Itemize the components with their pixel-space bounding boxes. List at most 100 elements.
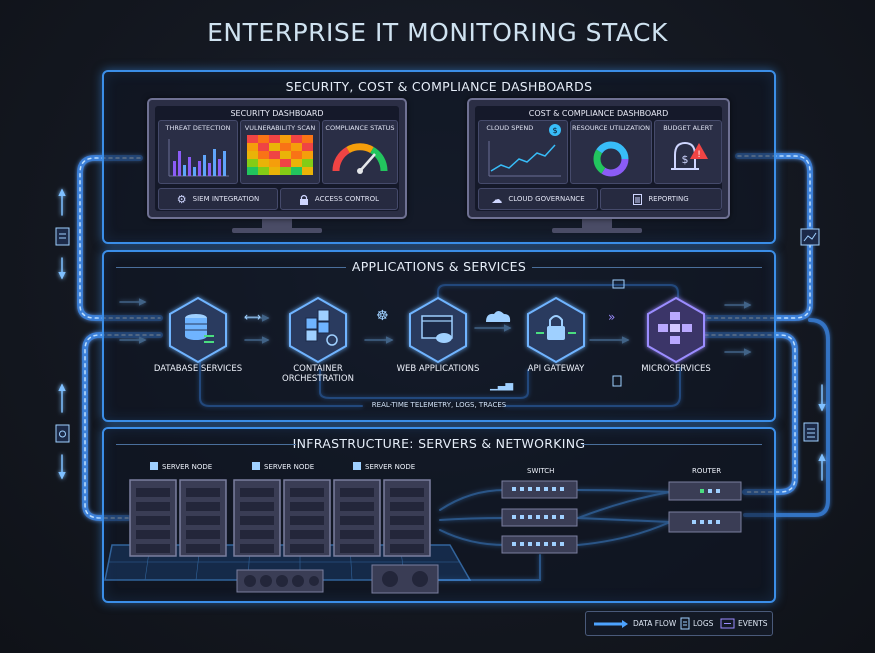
lock-icon (299, 194, 308, 205)
threat-detection-label: THREAT DETECTION (165, 124, 231, 132)
server-rack[interactable] (333, 479, 381, 557)
cost-dashboard-title: COST & COMPLIANCE DASHBOARD (528, 109, 669, 118)
telemetry-label: REAL-TIME TELEMETRY, LOGS, TRACES (371, 401, 507, 409)
security-monitor-stand (262, 216, 292, 230)
svg-text:$: $ (682, 153, 689, 166)
siem-integration-button[interactable]: ⚙ SIEM INTEGRATION (158, 188, 278, 210)
security-dashboard-title: SECURITY DASHBOARD (230, 109, 324, 118)
database-services-label: DATABASE SERVICES (153, 364, 243, 374)
web-applications-label: WEB APPLICATIONS (396, 364, 480, 374)
padlock-icon (536, 315, 576, 340)
network-switch[interactable] (501, 480, 578, 499)
security-monitor: SECURITY DASHBOARD THREAT DETECTION (147, 98, 407, 219)
heatmap-icon (247, 135, 313, 175)
gear-icon: ⚙ (176, 192, 187, 206)
bar-mini-icon: ▁▃▅ (489, 380, 513, 391)
server-node-icon (150, 462, 158, 470)
server-rack[interactable] (233, 479, 281, 557)
trace-badge-icon (612, 279, 625, 289)
resource-utilization-label: RESOURCE UTILIZATION (572, 124, 650, 132)
server-node-icon (353, 462, 361, 470)
svg-text:!: ! (697, 150, 701, 160)
legend: DATA FLOW LOGS EVENTS (585, 611, 773, 636)
server-rack[interactable] (383, 479, 431, 557)
legend-events-icon (720, 618, 735, 629)
apps-title-rule-right (532, 267, 762, 268)
reporting-button[interactable]: REPORTING (600, 188, 722, 210)
security-monitor-base (232, 228, 322, 233)
apps-title-rule-left (116, 267, 346, 268)
microservices-label: MICROSERVICES (641, 364, 711, 374)
network-switch[interactable] (501, 535, 578, 554)
vulnerability-scan-label: VULNERABILITY SCAN (244, 124, 316, 132)
vulnerability-scan-tile[interactable]: VULNERABILITY SCAN (240, 120, 320, 184)
switch-label: SWITCH (527, 467, 555, 475)
infra-title-rule-left (116, 444, 296, 445)
side-chart-icon (800, 228, 820, 246)
gauge-icon (332, 143, 388, 174)
page-title: ENTERPRISE IT MONITORING STACK (207, 18, 668, 47)
cooling-unit (236, 569, 324, 593)
document-icon (633, 193, 643, 205)
legend-data-flow-label: DATA FLOW (633, 619, 677, 628)
power-unit (371, 564, 439, 594)
bell-alert-icon: $ ! (671, 141, 708, 170)
cloud-small-icon (486, 311, 511, 322)
svg-text:$: $ (552, 126, 557, 135)
microservices-grid-icon (658, 312, 692, 344)
access-control-label: ACCESS CONTROL (314, 195, 380, 203)
router-label: ROUTER (692, 467, 722, 475)
side-document-icon (55, 424, 70, 443)
threat-detection-tile[interactable]: THREAT DETECTION (158, 120, 238, 184)
server-rack[interactable] (179, 479, 227, 557)
server-rack[interactable] (283, 479, 331, 557)
access-control-button[interactable]: ACCESS CONTROL (280, 188, 398, 210)
reporting-label: REPORTING (648, 195, 689, 203)
budget-alert-tile[interactable]: BUDGET ALERT $ ! (654, 120, 722, 184)
network-switch[interactable] (501, 508, 578, 527)
database-icon (185, 314, 214, 343)
compliance-status-label: COMPLIANCE STATUS (325, 124, 395, 132)
apps-panel-title: APPLICATIONS & SERVICES (351, 259, 527, 274)
server-node-label: SERVER NODE (365, 463, 416, 471)
orchestration-label: ORCHESTRATION (282, 374, 354, 384)
server-rack[interactable] (129, 479, 177, 557)
server-node-label: SERVER NODE (162, 463, 213, 471)
donut-icon (593, 141, 629, 177)
cloud-governance-label: CLOUD GOVERNANCE (508, 195, 585, 203)
swap-arrows-icon: ⟷ (244, 310, 261, 324)
server-node-icon (252, 462, 260, 470)
threat-bars-icon (168, 139, 229, 177)
cloud-spend-tile[interactable]: CLOUD SPEND $ (478, 120, 568, 184)
spend-line-icon: $ (488, 124, 561, 177)
container-cubes-icon (305, 309, 338, 346)
infra-panel-title: INFRASTRUCTURE: SERVERS & NETWORKING (292, 436, 586, 451)
forward-chevrons-icon: » (608, 310, 615, 324)
helm-wheel-icon: ☸ (376, 308, 389, 324)
infra-title-rule-right (582, 444, 762, 445)
cost-monitor-stand (582, 216, 612, 230)
cloud-spend-label: CLOUD SPEND (486, 124, 534, 132)
dashboards-panel-title: SECURITY, COST & COMPLIANCE DASHBOARDS (285, 79, 593, 94)
cost-screen: COST & COMPLIANCE DASHBOARD CLOUD SPEND … (475, 106, 722, 211)
cloud-icon: ☁ (491, 192, 503, 206)
legend-logs-label: LOGS (693, 619, 714, 628)
resource-utilization-tile[interactable]: RESOURCE UTILIZATION (570, 120, 652, 184)
legend-logs-icon (680, 617, 690, 630)
server-node-label: SERVER NODE (264, 463, 315, 471)
server-racks (129, 479, 431, 557)
router[interactable] (668, 481, 742, 501)
compliance-status-tile[interactable]: COMPLIANCE STATUS (322, 120, 398, 184)
siem-integration-label: SIEM INTEGRATION (192, 195, 260, 203)
router[interactable] (668, 511, 742, 533)
doc-mini-icon (612, 375, 622, 387)
side-document-icon (55, 227, 70, 246)
cloud-governance-button[interactable]: ☁ CLOUD GOVERNANCE (478, 188, 598, 210)
browser-window-icon (421, 315, 453, 343)
side-document-icon (803, 422, 819, 442)
budget-alert-label: BUDGET ALERT (663, 124, 713, 132)
cost-monitor: COST & COMPLIANCE DASHBOARD CLOUD SPEND … (467, 98, 730, 219)
